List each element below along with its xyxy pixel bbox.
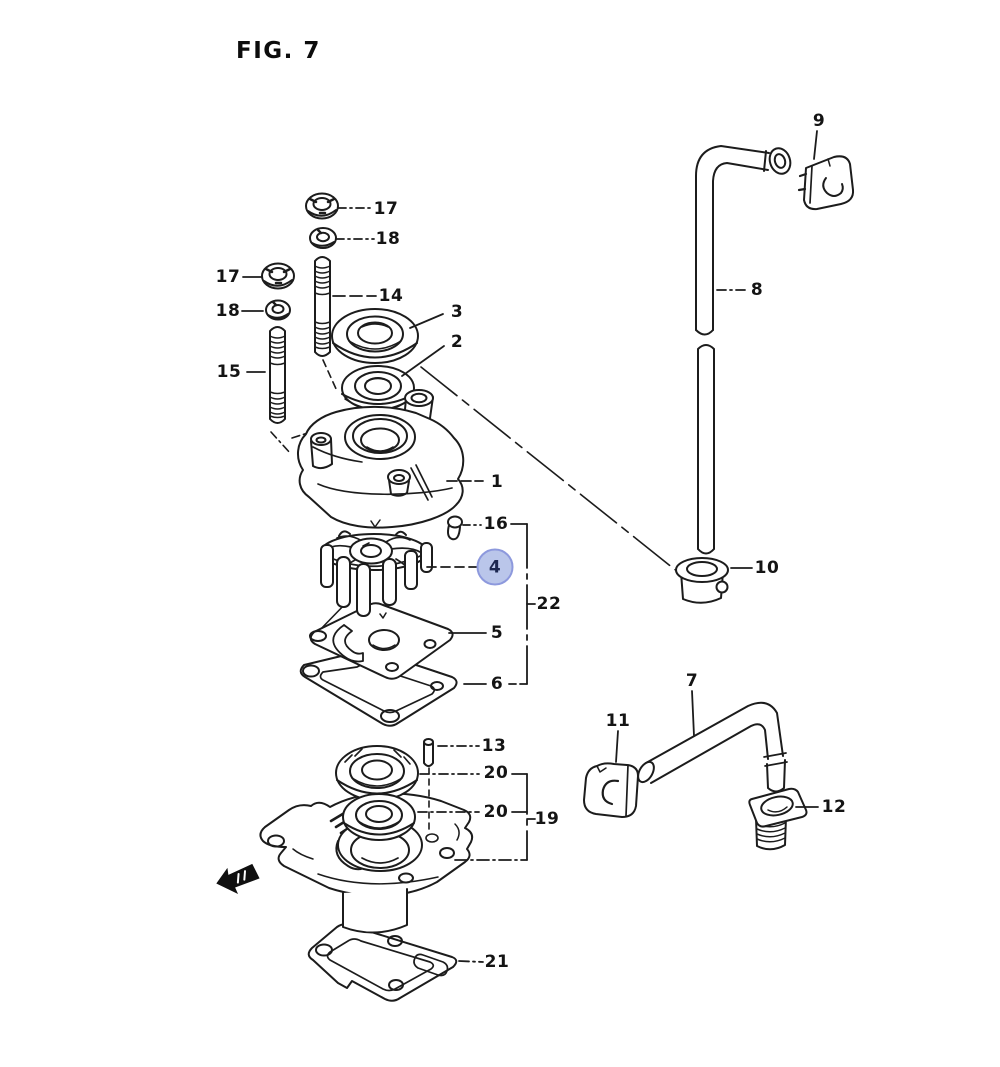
- leader-lines: [241, 130, 819, 963]
- part-washer-18-top: [309, 227, 337, 249]
- part-clamp-11: [583, 762, 639, 818]
- figure-title: FIG. 7: [236, 38, 321, 64]
- part-stud-14: [314, 256, 331, 357]
- callout-19[interactable]: 19: [534, 809, 560, 829]
- callout-6[interactable]: 6: [490, 674, 504, 694]
- callout-22[interactable]: 22: [536, 594, 562, 614]
- callout-2[interactable]: 2: [450, 332, 464, 352]
- part-grommet-10: [675, 557, 729, 604]
- part-washer-18-left: [265, 299, 291, 321]
- callout-1[interactable]: 1: [490, 472, 504, 492]
- part-seal-20-lower: [342, 793, 416, 841]
- part-plate-5: [309, 602, 454, 680]
- part-key-16: [447, 515, 463, 541]
- part-clamp-9: [797, 155, 855, 211]
- part-nut-17-left: [261, 262, 295, 290]
- callout-21[interactable]: 21: [484, 952, 510, 972]
- callout-13[interactable]: 13: [481, 736, 507, 756]
- callout-20-upper[interactable]: 20: [483, 763, 509, 783]
- part-fitting-12: [748, 787, 808, 851]
- callout-7[interactable]: 7: [685, 671, 699, 691]
- direction-arrow-icon: [216, 863, 260, 894]
- pin-axis-line: [425, 767, 439, 843]
- part-nut-17-top: [305, 192, 339, 220]
- callout-16[interactable]: 16: [483, 514, 509, 534]
- callout-9[interactable]: 9: [812, 111, 826, 131]
- callout-20-lower[interactable]: 20: [483, 802, 509, 822]
- callout-3[interactable]: 3: [450, 302, 464, 322]
- callout-4[interactable]: 4: [476, 548, 514, 586]
- callout-18-left[interactable]: 18: [215, 301, 241, 321]
- callout-5[interactable]: 5: [490, 623, 504, 643]
- part-impeller-4: [320, 530, 433, 617]
- callout-8[interactable]: 8: [750, 280, 764, 300]
- part-case-neck: [342, 888, 408, 934]
- callout-11[interactable]: 11: [605, 711, 631, 731]
- part-tube-7: [637, 701, 788, 793]
- part-bearing-3: [331, 308, 419, 364]
- part-pump-case-1: [297, 389, 465, 529]
- part-pin-13: [423, 738, 434, 767]
- callout-14[interactable]: 14: [378, 286, 404, 306]
- callout-17-top[interactable]: 17: [373, 199, 399, 219]
- part-stud-15: [269, 326, 286, 424]
- callout-18-top[interactable]: 18: [375, 229, 401, 249]
- part-gasket-21: [307, 923, 458, 1002]
- part-water-tube-8: [695, 145, 792, 555]
- callout-10[interactable]: 10: [754, 558, 780, 578]
- callout-12[interactable]: 12: [821, 797, 847, 817]
- callout-15[interactable]: 15: [216, 362, 242, 382]
- part-seal-20-upper: [335, 745, 419, 801]
- callout-17-left[interactable]: 17: [215, 267, 241, 287]
